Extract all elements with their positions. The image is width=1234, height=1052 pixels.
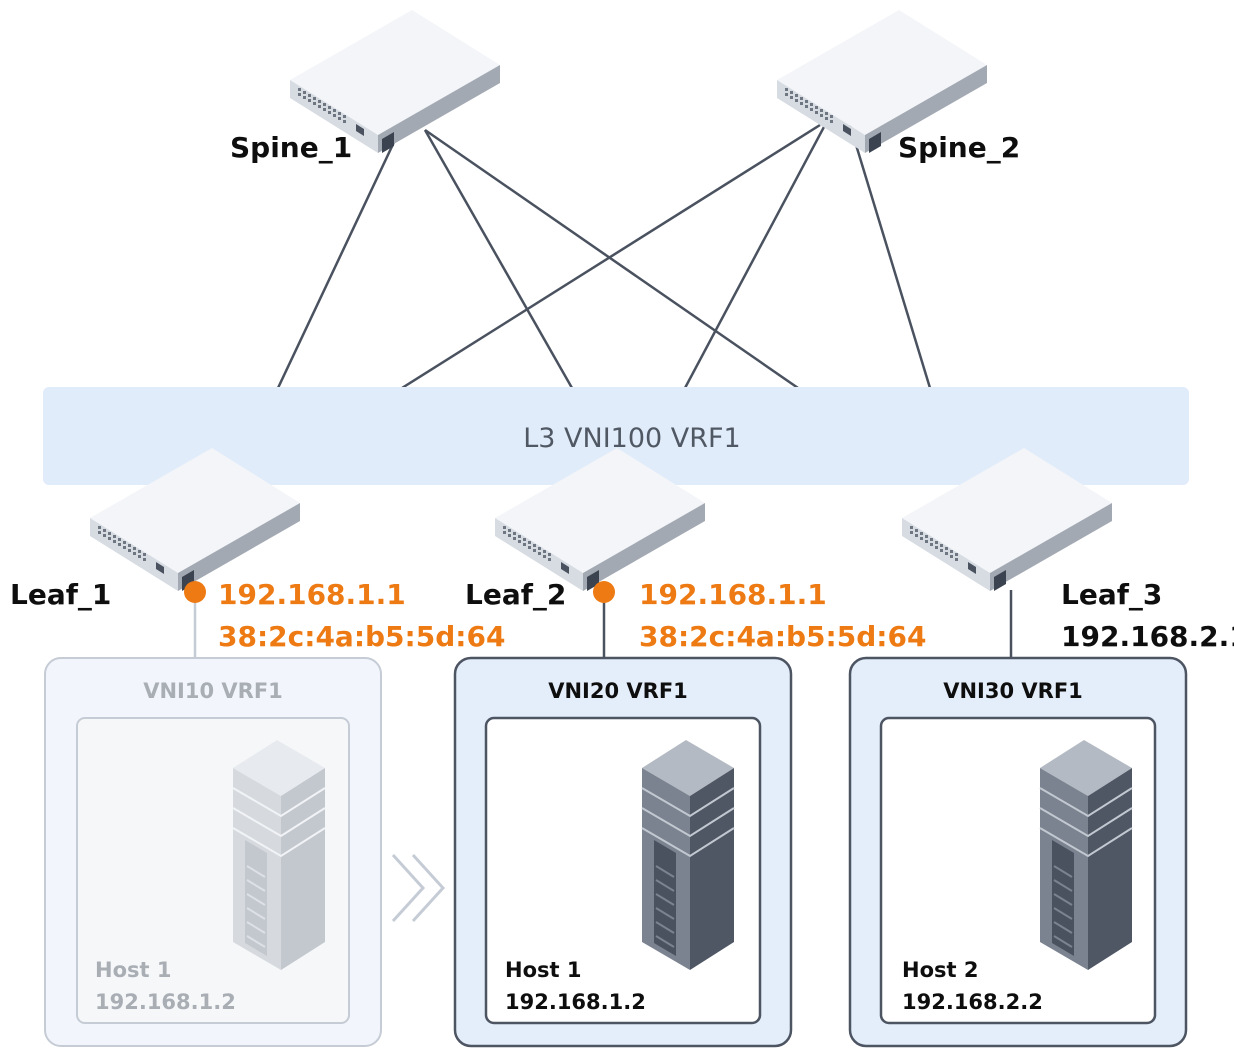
leaf-2-mac: 38:2c:4a:b5:5d:64: [639, 620, 926, 653]
spine-leaf-links: [276, 123, 932, 390]
vni-10-label: VNI10 VRF1: [143, 679, 283, 703]
host-1-faded-name: Host 1: [95, 958, 171, 982]
vni-30-label: VNI30 VRF1: [943, 679, 1083, 703]
link-spine2-leaf3: [848, 124, 932, 389]
leaf-2-ip: 192.168.1.1: [639, 578, 827, 611]
spine-2-label: Spine_2: [898, 131, 1020, 164]
vni-20-label: VNI20 VRF1: [548, 679, 688, 703]
host-2-name: Host 2: [902, 958, 978, 982]
link-spine2-leaf1: [401, 123, 821, 390]
vni-10-box: VNI10 VRF1 Host 1 192.168.1.2: [44, 657, 382, 1047]
fabric-band: [43, 387, 1189, 485]
leaf-1-gateway-marker: [184, 581, 206, 603]
host-1-ip: 192.168.1.2: [505, 990, 646, 1014]
vni-20-box: VNI20 VRF1 Host 1 192.168.1.2: [453, 656, 793, 1048]
host-1-name: Host 1: [505, 958, 581, 982]
link-spine2-leaf2: [683, 124, 827, 389]
leaf-2-label: Leaf_2: [465, 578, 566, 611]
leaf-2-gateway-marker: [593, 581, 615, 603]
server-icon: [232, 739, 326, 971]
spine-1-label: Spine_1: [230, 131, 352, 164]
host-2-ip: 192.168.2.2: [902, 990, 1043, 1014]
leaf-1-ip: 192.168.1.1: [218, 578, 406, 611]
vni-30-box: VNI30 VRF1 Host 2 192.168.2.2: [848, 656, 1188, 1048]
link-spine1-leaf2: [423, 129, 574, 389]
link-spine1-leaf1: [276, 139, 397, 389]
leaf-3-ip: 192.168.2.1: [1061, 620, 1234, 653]
leaf-1-label: Leaf_1: [10, 578, 111, 611]
server-icon: [1039, 739, 1133, 971]
leaf-1-mac: 38:2c:4a:b5:5d:64: [218, 620, 505, 653]
server-icon: [641, 739, 735, 971]
double-chevron-right-icon: [391, 853, 446, 923]
host-1-faded-ip: 192.168.1.2: [95, 990, 236, 1014]
link-spine1-leaf3: [424, 128, 799, 390]
fabric-label: L3 VNI100 VRF1: [523, 423, 741, 454]
leaf-3-label: Leaf_3: [1061, 578, 1162, 611]
